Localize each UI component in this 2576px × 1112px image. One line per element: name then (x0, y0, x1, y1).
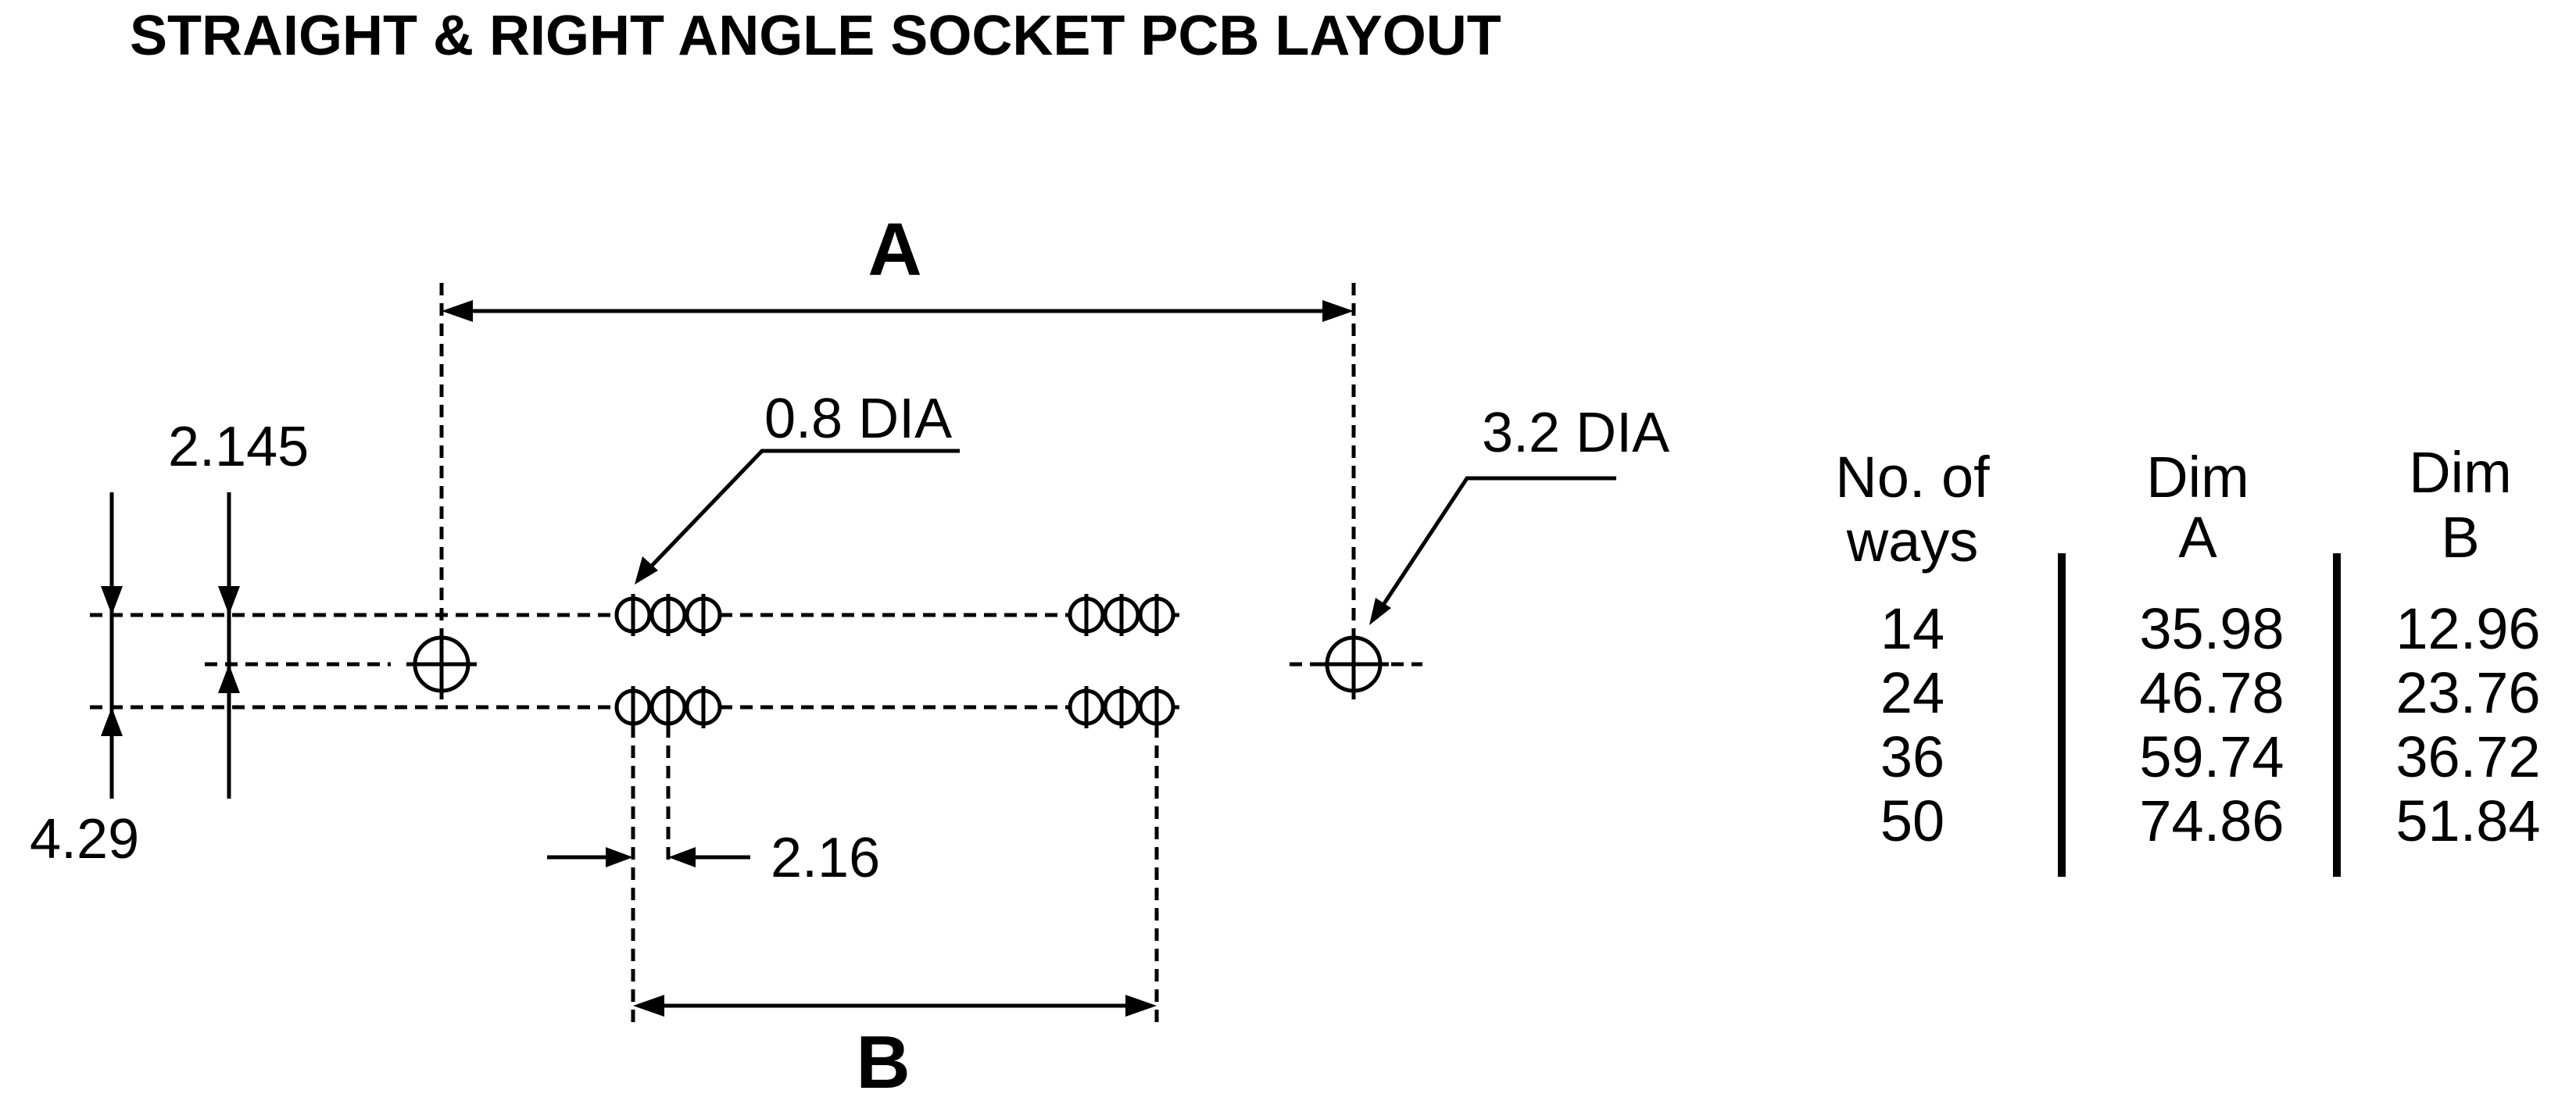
pin-hole (614, 686, 652, 728)
table-header-dim-a-line2: A (2178, 505, 2217, 570)
half-spacing-arrow-down (218, 586, 240, 615)
half-spacing-label: 2.145 (168, 416, 309, 478)
half-spacing-arrow-up (218, 664, 240, 693)
table-cell-ways: 36 (1880, 724, 1945, 789)
table-row: 50 74.86 51.84 (1880, 788, 2541, 853)
pitch-arrow-left (606, 847, 633, 867)
table-cell-dim-b: 12.96 (2395, 596, 2540, 661)
table-cell-dim-a: 59.74 (2139, 724, 2284, 789)
table-cell-ways: 50 (1880, 788, 1945, 853)
pin-hole (1138, 686, 1175, 728)
table-cell-dim-a: 74.86 (2139, 788, 2284, 853)
table-cell-dim-b: 51.84 (2395, 788, 2540, 853)
pin-holes-upper-right (1068, 594, 1175, 636)
pin-hole (1068, 686, 1105, 728)
pin-hole (1068, 594, 1105, 636)
dimensions-table: No. of ways Dim A Dim B 14 35.98 12.96 2… (1835, 440, 2541, 877)
small-hole-label: 0.8 DIA (764, 388, 952, 450)
mounting-hole-right (1318, 629, 1389, 699)
dim-a-label: A (868, 208, 921, 291)
table-cell-dim-a: 35.98 (2139, 596, 2284, 661)
dim-b-arrow-right (1125, 995, 1157, 1017)
pitch-arrow-right (668, 847, 696, 867)
table-header-dim-a-line1: Dim (2146, 445, 2249, 510)
pin-hole (1103, 594, 1140, 636)
table-header-dim-b-line1: Dim (2409, 440, 2512, 505)
mounting-hole-left (406, 629, 477, 699)
pin-holes-upper-left (614, 594, 722, 636)
table-header-dim-b-line2: B (2441, 505, 2479, 570)
table-header-ways-line2: ways (1846, 509, 1979, 574)
table-cell-ways: 14 (1880, 596, 1945, 661)
pin-hole (1138, 594, 1175, 636)
table-cell-dim-b: 23.76 (2395, 660, 2540, 725)
table-row: 24 46.78 23.76 (1880, 660, 2541, 725)
dim-a-arrow-right (1322, 300, 1354, 322)
pin-hole (685, 594, 722, 636)
large-hole-label: 3.2 DIA (1482, 402, 1669, 464)
dim-b-label: B (856, 1021, 910, 1104)
table-header-ways-line1: No. of (1835, 445, 1990, 510)
small-hole-leader-arrow (635, 556, 658, 585)
dim-b-arrow-left (633, 995, 664, 1017)
row-spacing-arrow-down (101, 586, 123, 615)
dim-a-arrow-left (442, 300, 473, 322)
table-row: 14 35.98 12.96 (1880, 596, 2541, 661)
table-row: 36 59.74 36.72 (1880, 724, 2541, 789)
table-cell-dim-b: 36.72 (2395, 724, 2540, 789)
large-hole-leader (1378, 476, 1616, 611)
pin-holes-lower-right (1068, 686, 1175, 728)
table-cell-ways: 24 (1880, 660, 1945, 725)
pin-holes-lower-left (614, 686, 722, 728)
small-hole-leader (647, 449, 960, 570)
pitch-label: 2.16 (771, 827, 880, 889)
pin-hole (614, 594, 652, 636)
pin-hole (1103, 686, 1140, 728)
pin-hole (649, 594, 687, 636)
row-spacing-arrow-up (101, 707, 123, 736)
row-spacing-label: 4.29 (30, 808, 139, 871)
pin-hole (649, 686, 687, 728)
table-cell-dim-a: 46.78 (2139, 660, 2284, 725)
drawing-title: STRAIGHT & RIGHT ANGLE SOCKET PCB LAYOUT (130, 5, 1501, 67)
pin-hole (685, 686, 722, 728)
large-hole-leader-arrow (1369, 598, 1391, 625)
